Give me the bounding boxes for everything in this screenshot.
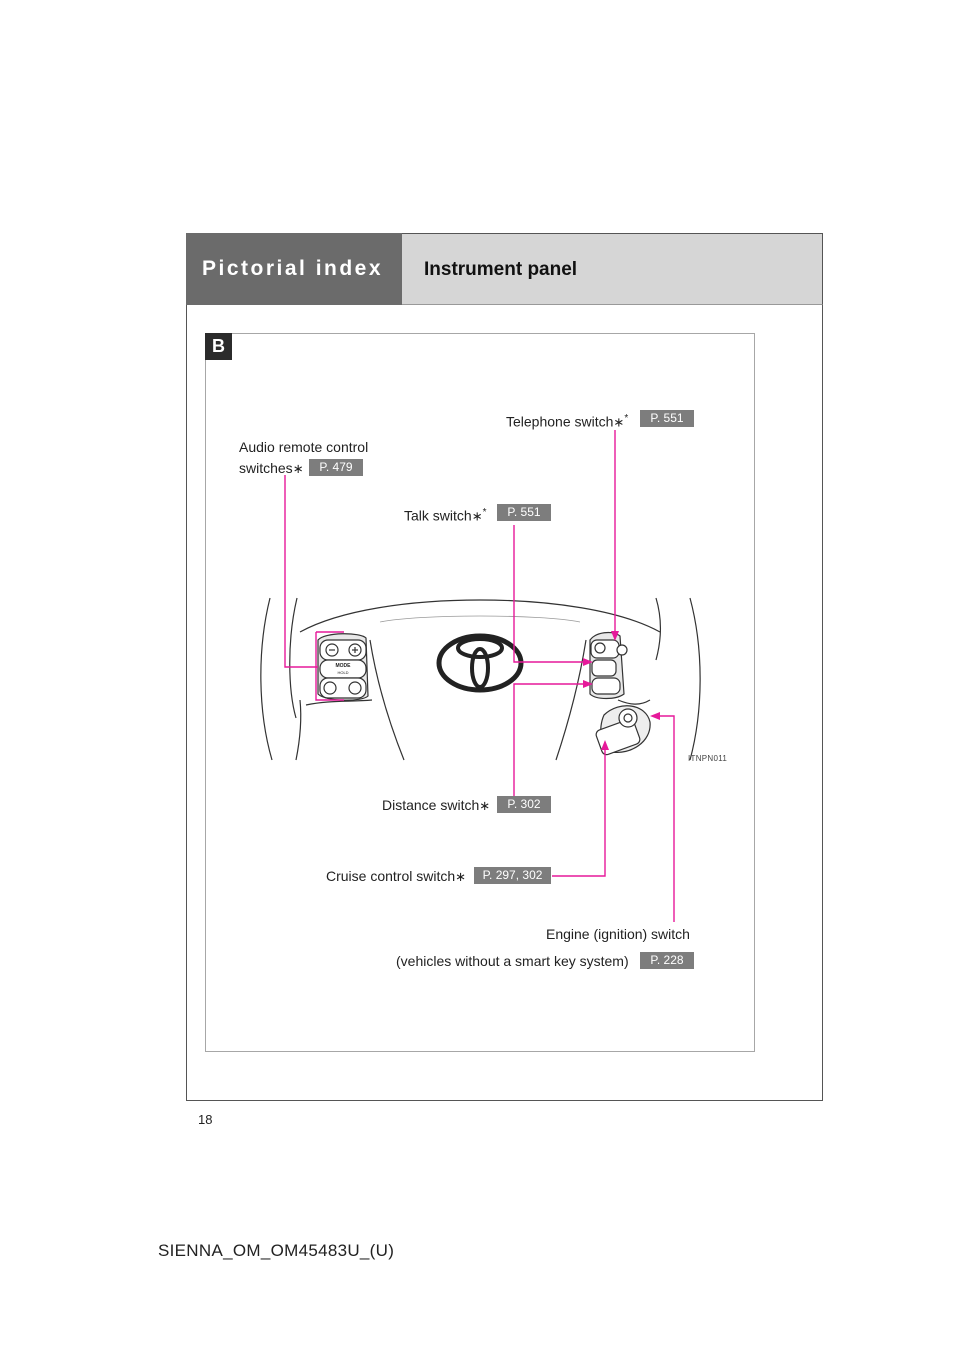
page-number: 18 [198,1112,213,1127]
engine-switch-page-ref[interactable]: P. 228 [640,952,694,969]
rim-right-outer [689,597,701,761]
telephone-switch-page-ref[interactable]: P. 551 [640,410,694,427]
leader-lines [284,430,675,922]
audio-switch-label-line2: switches∗ [239,460,304,476]
talk-switch-label: Talk switch∗* [404,507,487,524]
engine-switch-label-line1: Engine (ignition) switch [546,926,690,942]
distance-switch-label: Distance switch∗ [382,797,491,813]
document-footer: SIENNA_OM_OM45483U_(U) [158,1241,395,1260]
leader-arrowheads [583,631,660,750]
section-tab: Pictorial index [186,233,402,305]
diagram-badge: B [205,333,232,360]
diagram-panel [205,333,755,1052]
cruise-control-switch-label: Cruise control switch∗ [326,868,467,884]
rim-left-outer [260,597,273,761]
distance-switch-page-ref[interactable]: P. 302 [497,796,551,813]
mode-label: MODE [336,663,352,669]
figure-id: ITNPN011 [688,754,728,763]
cruise-control-switch-page-ref[interactable]: P. 297, 302 [474,867,551,884]
audio-switch-cluster [317,633,369,701]
page-title: Instrument panel [402,233,823,305]
telephone-switch-label: Telephone switch∗* [506,413,629,430]
audio-switch-page-ref[interactable]: P. 479 [309,459,363,476]
talk-switch-page-ref[interactable]: P. 551 [497,504,551,521]
engine-switch-label-line2: (vehicles without a smart key system) [396,953,629,969]
toyota-emblem [436,633,524,693]
hold-label: HOLD [337,670,348,675]
telephone-switch-cluster [589,631,628,700]
audio-switch-label-line1: Audio remote control [239,439,369,455]
